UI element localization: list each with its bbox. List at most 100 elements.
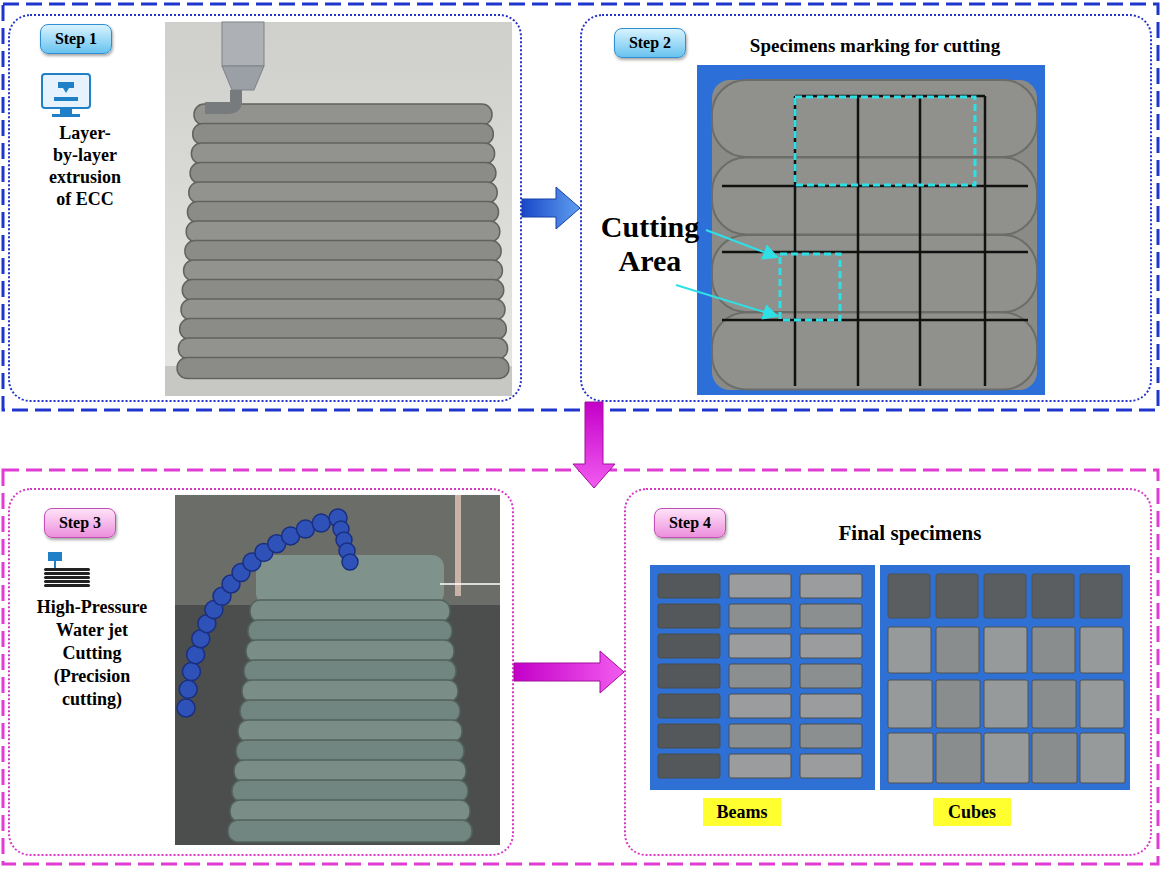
icon-layer	[44, 584, 90, 587]
beam-specimen	[800, 754, 862, 778]
jet-head	[455, 495, 461, 596]
marking-line	[722, 319, 1028, 322]
waterjet-icon	[44, 552, 90, 587]
node-text: Final specimens	[780, 520, 1040, 546]
beam-specimen	[658, 574, 720, 598]
photo-background	[697, 65, 1045, 395]
cube-specimen	[936, 680, 980, 728]
icon-layer	[44, 576, 90, 579]
cube-specimen	[1032, 680, 1076, 728]
beam-specimen	[658, 604, 720, 628]
icon-layer	[44, 568, 90, 571]
cube-specimen	[1080, 680, 1124, 728]
printed-layer	[181, 299, 505, 320]
photo-background	[165, 22, 512, 396]
marking-line	[919, 96, 922, 386]
coolant-hose-bead	[177, 699, 195, 717]
highlight-label: Cubes	[933, 798, 1011, 826]
marking-line	[857, 96, 860, 386]
printed-layer	[191, 143, 494, 164]
printed-layer	[238, 720, 462, 742]
printed-layer	[186, 221, 500, 242]
node-text: Step 4	[655, 509, 725, 537]
photo-background	[880, 565, 1130, 790]
beam-specimen	[800, 724, 862, 748]
marking-line	[984, 96, 987, 386]
beam-specimen	[658, 754, 720, 778]
beam-specimen	[729, 634, 791, 658]
cubes-photo	[880, 565, 1130, 790]
specimen-block	[712, 80, 1037, 390]
node-text: Cubes	[933, 798, 1011, 826]
beam-specimen	[658, 634, 720, 658]
node-text: Beams	[703, 798, 781, 826]
beam-specimen	[658, 694, 720, 718]
cube-specimen	[1032, 574, 1074, 618]
photo-background	[650, 565, 875, 790]
beam-specimen	[729, 604, 791, 628]
cube-specimen	[1032, 627, 1075, 673]
cube-specimen	[1080, 574, 1122, 618]
printed-layer	[712, 235, 1037, 312]
beam-specimen	[729, 694, 791, 718]
cutting-area-outline	[795, 97, 975, 185]
cube-specimen	[984, 574, 1026, 618]
highlight-label: Beams	[703, 798, 781, 826]
icon-stand	[60, 108, 72, 114]
step-badge: Step 4	[654, 508, 726, 538]
marking-photo	[676, 65, 1045, 395]
machine-background	[175, 495, 500, 605]
printed-layer	[250, 600, 450, 622]
step-box: Specimens marking for cuttingCutting Are…	[580, 14, 1152, 402]
printed-layer	[188, 202, 499, 223]
printed-layer	[180, 319, 507, 340]
printed-layer	[228, 820, 472, 842]
printed-layer	[184, 260, 503, 281]
leader-line	[676, 285, 777, 316]
beam-specimen	[800, 574, 862, 598]
flow-arrow	[573, 402, 615, 488]
cube-specimen	[984, 680, 1028, 728]
cube-specimen	[888, 574, 930, 618]
beam-specimen	[800, 664, 862, 688]
printed-layer	[712, 80, 1037, 157]
cube-specimen	[888, 627, 931, 673]
node-text: Step 2	[615, 29, 685, 57]
flow-arrow	[514, 651, 624, 693]
step-badge: Step 2	[614, 28, 686, 58]
icon-print	[54, 97, 78, 101]
node-text: Step 3	[45, 509, 115, 537]
nozzle-body	[222, 22, 264, 66]
printed-layer	[246, 640, 454, 662]
marking-line	[794, 96, 797, 386]
print-photo	[165, 22, 512, 396]
node-text: Layer-by-layer extrusion of ECC	[47, 122, 123, 210]
photo-group	[42, 22, 1130, 845]
node-text: Step 1	[41, 25, 111, 53]
printed-layer	[712, 158, 1037, 235]
printed-layer	[240, 700, 460, 722]
beams-photo	[650, 565, 875, 790]
beam-specimen	[800, 604, 862, 628]
printed-layer	[244, 660, 456, 682]
printed-layer	[182, 280, 503, 301]
photo-background	[175, 495, 500, 845]
cube-specimen	[984, 627, 1027, 673]
printer-icon	[42, 74, 90, 117]
icon-monitor	[42, 74, 90, 108]
step-box: Layer-by-layer extrusion of ECC Step 1	[8, 14, 522, 402]
waterjet-photo	[175, 495, 500, 845]
printed-layer	[230, 800, 470, 822]
cube-specimen	[1080, 733, 1125, 783]
coolant-hose-bead	[182, 663, 200, 681]
icon-base	[52, 114, 80, 117]
printed-layer	[178, 338, 507, 359]
icon-layer	[44, 580, 90, 583]
printed-layer	[190, 163, 496, 184]
cube-specimen	[888, 680, 932, 728]
node-text: High-Pressure Water jet Cutting (Precisi…	[32, 596, 152, 711]
coolant-hose-bead	[342, 554, 358, 570]
water-jet	[440, 583, 500, 585]
icon-layer	[44, 572, 90, 575]
